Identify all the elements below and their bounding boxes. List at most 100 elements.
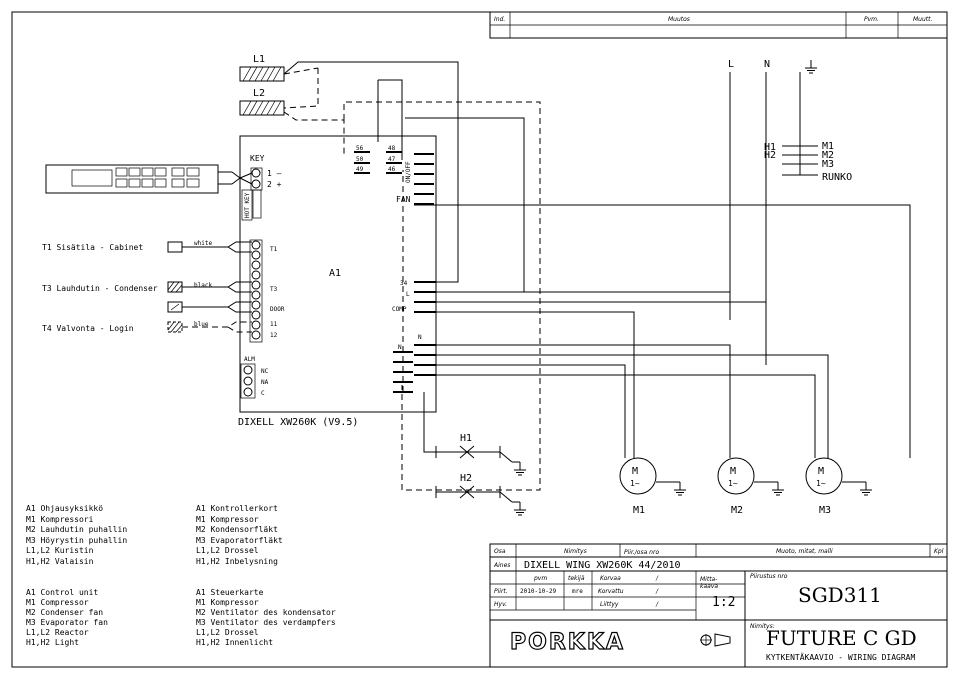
tb-piirt-label: Piirt. [494,588,508,595]
legend-se-4: L1,L2 Drossel [196,546,259,555]
sensor-t4-label: T4 Valvonta - Login [42,324,134,333]
controller-a1-label: A1 [329,268,341,279]
legend-se-2: M2 Kondensorfläkt [196,525,278,534]
load-m2-label: M2 [822,150,834,161]
terminal-56: 56 [356,145,364,152]
input-t3-label: T3 [270,286,278,293]
alarm-nc-label: NC [261,368,269,375]
input-11-label: 11 [270,321,278,328]
controller-outline [239,135,437,413]
motor-m2-symbol: M [730,466,736,477]
relay-l1-label: L1 [253,54,265,65]
supply-n-label: N [764,59,770,70]
motor-m3-label: M3 [819,505,831,516]
rev-col-ind: Ind. [494,16,505,23]
key-label: KEY [250,154,265,163]
sensor-condenser: T3 Lauhdutin - Condenser black [42,281,252,293]
input-door-label: DOOR [270,306,285,313]
terminal-47: 47 [388,156,396,163]
revision-block: Ind. Muutos Pvm. Muutt. [489,11,948,39]
rev-col-muutos: Muutos [668,16,690,23]
rev-col-pvm: Pvm. [864,16,879,23]
alarm-label: ALM [244,356,255,363]
motor-m1-label: M1 [633,505,645,516]
projection-symbol-icon [700,633,731,647]
terminal-n: N [418,334,422,341]
motor-m3-symbol: M [818,466,824,477]
terminal-46: 46 [388,166,396,173]
reactor-l1: L1 [239,54,285,82]
tb-korvattu-value: / [655,588,659,595]
comp-label: COMP [392,306,407,313]
legend-fi-2: M2 Lauhdutin puhallin [26,525,127,534]
connector-right-pins [386,151,402,174]
tb-piir-osa-header: Piir./osa nro [624,549,659,556]
terminal-50: 50 [356,156,364,163]
terminal-48: 48 [388,145,396,152]
tb-aines-label: Aines [493,562,510,569]
key-terminal-1: 1 – [267,169,282,178]
tb-tekija-label: tekijä [568,575,585,582]
relay-l2-label: L2 [253,88,265,99]
input-terminals [251,240,261,340]
input-12-label: 12 [270,332,278,339]
light-h1: H1 [423,392,526,476]
onoff-label: ON/OFF [405,161,412,183]
drawing-frame [11,11,948,668]
tb-nimitys-label: Nimitys: [750,623,775,630]
light-h2: H2 [435,473,526,516]
terminal-l: L [406,291,410,298]
tb-subtitle: KYTKENTÄKAAVIO - WIRING DIAGRAM [766,652,915,662]
input-t1-label: T1 [270,246,278,253]
tb-liittyy-value: / [655,601,659,608]
legend-de-2: M2 Ventilator des kondensator [196,608,336,617]
legend-fi-3: M3 Höyrystin puhallin [26,536,127,545]
terminal-34: 34 [400,280,408,287]
door-switch [167,301,252,313]
tb-kpl-header: Kpl [934,548,944,555]
output-wiring [402,170,911,458]
tb-muoto-header: Muoto, mitat, malli [776,548,833,555]
terminal-49: 49 [356,166,364,173]
tb-korvaa-label: Korvaa [600,575,621,582]
title-block: Osa Nimitys Piir./osa nro Muoto, mitat, … [489,543,948,668]
load-h1-label: H1 [764,142,776,153]
legend-swedish: A1 Kontrollerkort M1 Kompressor M2 Konde… [196,504,283,566]
tb-nimitys-header: Nimitys [564,548,587,555]
load-distribution: H1 H2 M1 M2 M3 RUNKO [764,141,852,183]
legend-fi-0: A1 Ohjausyksikkö [26,504,103,513]
legend-en-2: M2 Condenser fan [26,608,103,617]
controller-a1: KEY 1 – 2 + HOT KEY 56 48 50 47 49 46 [239,135,437,413]
tb-drawing-number: SGD311 [798,583,882,607]
legend-finnish: A1 Ohjausyksikkö M1 Kompressori M2 Lauhd… [26,504,127,566]
tb-osa-header: Osa [494,548,506,555]
supply-l-label: L [728,59,734,70]
load-frame-label: RUNKO [822,172,852,183]
light-h2-label: H2 [460,473,472,484]
legend-en-4: L1,L2 Reactor [26,628,89,637]
light-h1-label: H1 [460,433,472,444]
legend-en-1: M1 Compressor [26,598,89,607]
motor-m3: M 1~ M3 [805,457,872,516]
load-m1-label: M1 [822,141,834,152]
motor-m2-phase: 1~ [728,479,738,488]
tb-hyv-label: Hyv. [494,601,507,608]
tb-mittakaava-label: Mitta-kaava [700,576,718,590]
legend-fi-4: L1,L2 Kuristin [26,546,94,555]
tb-company-logo: PORKKA [510,630,625,655]
terminal-n-left: N [398,344,402,351]
sensor-t1-label: T1 Sisätila - Cabinet [42,243,143,252]
legend-se-1: M1 Kompressor [196,515,259,524]
mains-supply: L N [728,59,817,365]
sensor-login: T4 Valvonta - Login blue [42,321,252,333]
alarm-c-label: C [261,390,265,397]
load-h2-label: H2 [764,150,776,161]
key-terminal-2: 2 + [267,180,282,189]
sensor-t1-wire-color: white [194,240,212,247]
sensor-t3-label: T3 Lauhdutin - Condenser [42,284,158,293]
tb-korvattu-label: Korvattu [598,588,624,595]
tb-author: mre [572,588,583,595]
tb-aines-value: DIXELL WING XW260K 44/2010 [524,560,681,571]
tb-scale: 1:2 [712,595,735,610]
